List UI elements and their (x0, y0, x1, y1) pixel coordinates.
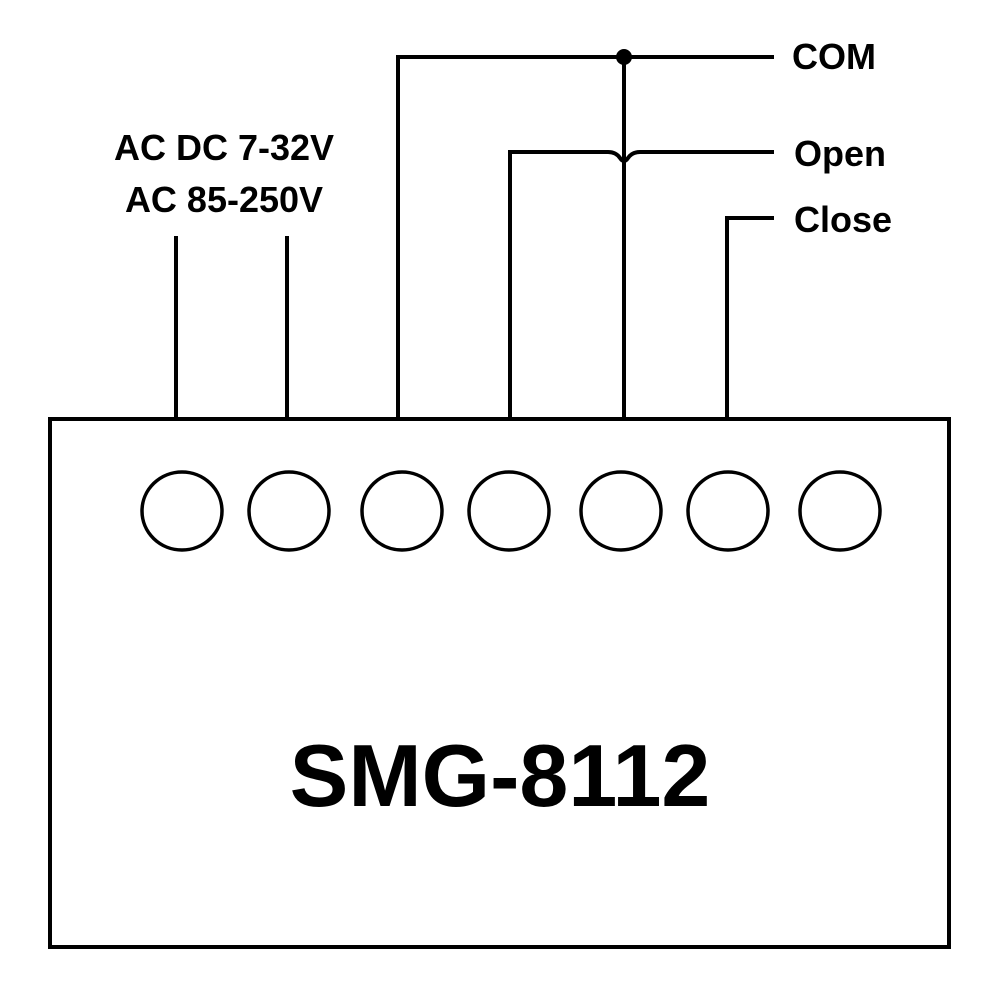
terminal-1 (140, 470, 224, 552)
close-wire (725, 216, 774, 420)
terminal-4 (467, 470, 551, 552)
terminal-2 (247, 470, 331, 552)
terminal-5 (579, 470, 663, 552)
com-junction-dot (616, 49, 632, 65)
terminal-3 (360, 470, 444, 552)
power-label-line2: AC 85-250V (125, 179, 323, 220)
terminal-row (140, 470, 882, 552)
device-model-label: SMG-8112 (290, 726, 711, 825)
com-wire-terminal-3 (396, 55, 774, 420)
close-label: Close (794, 199, 892, 240)
terminal-7 (798, 470, 882, 552)
terminal-6 (686, 470, 770, 552)
power-label-line1: AC DC 7-32V (114, 127, 334, 168)
open-wire (508, 150, 774, 420)
open-label: Open (794, 133, 886, 174)
com-label: COM (792, 36, 876, 77)
